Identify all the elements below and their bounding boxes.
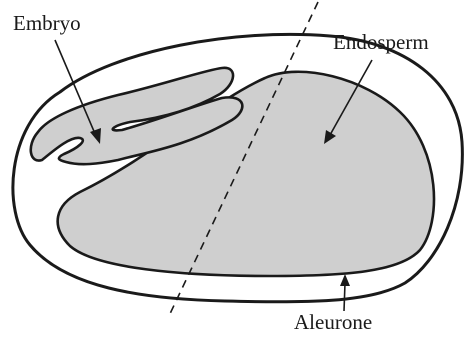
embryo-label: Embryo bbox=[13, 11, 81, 35]
aleurone-arrowhead bbox=[340, 274, 350, 286]
endosperm-label: Endosperm bbox=[333, 30, 429, 54]
aleurone-label: Aleurone bbox=[294, 310, 372, 334]
aleurone-arrow bbox=[344, 283, 345, 311]
